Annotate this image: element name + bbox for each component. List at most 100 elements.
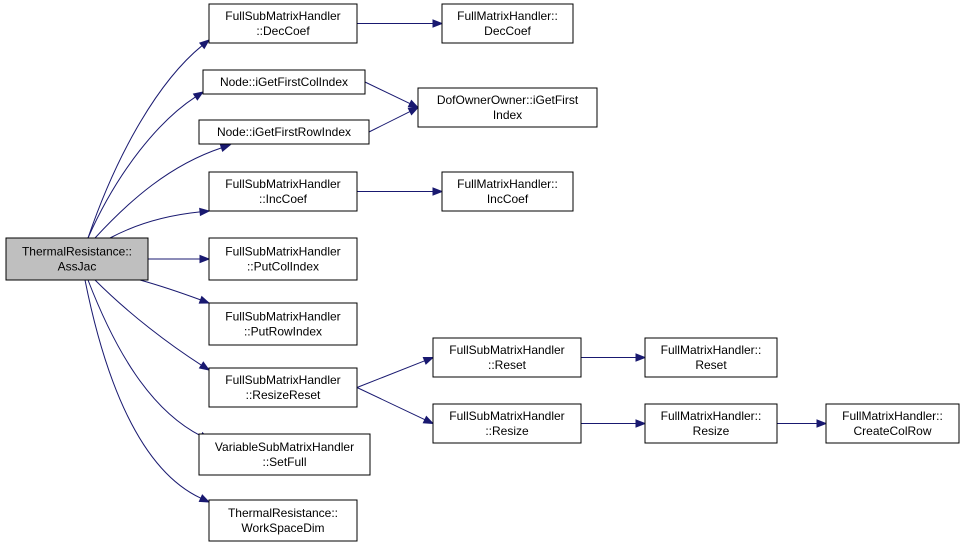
node-label-line: CreateColRow (853, 424, 931, 438)
edge-line (87, 45, 203, 239)
function-nodes: ThermalResistance::AssJacFullSubMatrixHa… (5, 3, 960, 542)
edge-arrowhead (432, 19, 444, 28)
node-fmh-deccoef[interactable]: FullMatrixHandler::DecCoef (441, 3, 574, 44)
node-fsmh-deccoef[interactable]: FullSubMatrixHandler::DecCoef (208, 3, 358, 44)
edge-fsmh-inccoef-to-fmh-inccoef (357, 187, 444, 196)
node-label-line: DofOwnerOwner::iGetFirst (437, 93, 579, 107)
node-fmh-resize[interactable]: FullMatrixHandler::Resize (644, 403, 778, 444)
node-box (417, 87, 598, 128)
node-label-line: ThermalResistance:: (22, 245, 132, 259)
edge-arrowhead (199, 207, 211, 217)
node-label-line: FullMatrixHandler:: (661, 343, 762, 357)
node-fmh-reset[interactable]: FullMatrixHandler::Reset (644, 337, 778, 378)
node-box (5, 237, 149, 281)
edge-arrowhead (816, 419, 828, 428)
node-fmh-inccoef[interactable]: FullMatrixHandler::IncCoef (441, 171, 574, 212)
node-label-line: FullMatrixHandler:: (457, 9, 558, 23)
node-label-line: ::PutRowIndex (244, 325, 322, 339)
node-label-line: ::Reset (488, 358, 527, 372)
node-node-igetfirstrowindex[interactable]: Node::iGetFirstRowIndex (198, 119, 370, 145)
node-label-line: ::PutColIndex (247, 260, 319, 274)
edge-arrowhead (407, 106, 420, 116)
node-label-line: FullMatrixHandler:: (457, 177, 558, 191)
edge-arrowhead (407, 99, 420, 109)
node-label-line: ThermalResistance:: (228, 506, 338, 520)
node-label-line: IncCoef (487, 192, 529, 206)
node-label-line: FullSubMatrixHandler (449, 409, 564, 423)
node-label-line: WorkSpaceDim (241, 521, 324, 535)
edge-line (87, 279, 202, 437)
node-label-line: FullSubMatrixHandler (225, 310, 340, 324)
edge-fsmh-resizereset-to-fsmh-resize (356, 387, 435, 425)
node-fsmh-putcolindex[interactable]: FullSubMatrixHandler::PutColIndex (208, 237, 358, 281)
node-fsmh-resize[interactable]: FullSubMatrixHandler::Resize (432, 403, 582, 444)
edge-fsmh-deccoef-to-fmh-deccoef (357, 19, 444, 28)
node-vsmh-setfull[interactable]: VariableSubMatrixHandler::SetFull (198, 433, 371, 476)
node-box (644, 403, 778, 444)
edge-line (356, 387, 426, 421)
edge-fsmh-resize-to-fmh-resize (581, 419, 647, 428)
edge-assjac-to-fsmh-resizereset (94, 279, 211, 371)
node-box (825, 403, 960, 444)
edge-arrowhead (198, 361, 211, 371)
node-assjac: ThermalResistance::AssJac (5, 237, 149, 281)
edge-line (87, 96, 196, 239)
node-box (208, 302, 358, 346)
node-box (198, 119, 370, 145)
edge-assjac-to-vsmh-setfull (87, 279, 211, 441)
node-fsmh-reset[interactable]: FullSubMatrixHandler::Reset (432, 337, 582, 378)
edge-arrowhead (192, 91, 205, 101)
node-label-line: VariableSubMatrixHandler (215, 440, 354, 454)
node-node-igetfirstcolindex[interactable]: Node::iGetFirstColIndex (202, 69, 366, 95)
edge-node-igetfirstrowindex-to-dofownerowner-igetfirstindex (368, 106, 420, 133)
edge-arrowhead (635, 419, 647, 428)
node-box (198, 433, 371, 476)
node-tr-workspacedim[interactable]: ThermalResistance::WorkSpaceDim (208, 499, 358, 542)
node-label-line: ::IncCoef (259, 192, 308, 206)
node-label-line: ::SetFull (262, 455, 306, 469)
edge-line (84, 279, 202, 499)
node-box (208, 3, 358, 44)
edge-assjac-to-fsmh-putcolindex (148, 254, 211, 264)
edge-line (368, 111, 411, 133)
edge-arrowhead (198, 39, 211, 50)
edge-arrowhead (432, 187, 444, 196)
edge-assjac-to-fsmh-inccoef (109, 207, 211, 239)
node-box (432, 337, 582, 378)
edge-arrowhead (635, 353, 647, 362)
edge-fmh-resize-to-fmh-createcolrow (777, 419, 828, 428)
node-label-line: FullMatrixHandler:: (842, 409, 943, 423)
node-label-line: FullSubMatrixHandler (225, 245, 340, 259)
edge-line (109, 211, 201, 239)
node-box (208, 171, 358, 212)
node-label-line: Node::iGetFirstRowIndex (217, 125, 351, 139)
node-label-line: ::ResizeReset (246, 388, 321, 402)
node-box (432, 403, 582, 444)
node-box (208, 237, 358, 281)
edge-assjac-to-fsmh-deccoef (87, 39, 211, 239)
edge-assjac-to-fsmh-putrowindex (139, 279, 211, 304)
node-box (441, 3, 574, 44)
node-fmh-createcolrow[interactable]: FullMatrixHandler::CreateColRow (825, 403, 960, 444)
edge-line (94, 147, 222, 239)
edge-fsmh-resizereset-to-fsmh-reset (356, 356, 435, 388)
node-label-line: FullSubMatrixHandler (449, 343, 564, 357)
node-label-line: FullSubMatrixHandler (225, 373, 340, 387)
edge-line (94, 279, 202, 366)
node-label-line: FullSubMatrixHandler (225, 9, 340, 23)
edge-line (356, 360, 425, 388)
node-fsmh-putrowindex[interactable]: FullSubMatrixHandler::PutRowIndex (208, 302, 358, 346)
node-fsmh-inccoef[interactable]: FullSubMatrixHandler::IncCoef (208, 171, 358, 212)
node-label-line: AssJac (58, 260, 97, 274)
node-box (202, 69, 366, 95)
node-box (208, 367, 358, 408)
node-label-line: Node::iGetFirstColIndex (220, 75, 348, 89)
edge-arrowhead (422, 356, 435, 365)
edge-assjac-to-node-igetfirstcolindex (87, 91, 205, 239)
node-label-line: Index (493, 108, 522, 122)
edge-assjac-to-node-igetfirstrowindex (94, 143, 232, 239)
edge-arrowhead (198, 494, 211, 503)
node-fsmh-resizereset[interactable]: FullSubMatrixHandler::ResizeReset (208, 367, 358, 408)
